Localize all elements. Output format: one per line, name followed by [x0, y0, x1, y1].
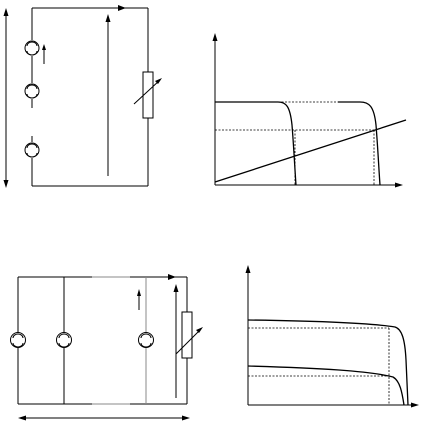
series-circuit — [3, 5, 162, 188]
variable-resistor — [181, 311, 193, 359]
parallel-circuit — [10, 274, 203, 421]
resistor-adjust-arrow — [133, 79, 161, 105]
x-axis-arrowhead — [411, 402, 419, 408]
variable-resistor — [142, 71, 154, 119]
iv-curve-series — [338, 101, 381, 186]
arrowhead-up — [42, 44, 46, 50]
arrowhead-up — [3, 8, 9, 16]
cell-1 — [24, 40, 40, 56]
cell-2 — [56, 332, 72, 348]
resistor-adjust-arrow — [175, 329, 201, 355]
arrowhead-left — [18, 415, 26, 421]
y-axis-arrowhead — [245, 265, 251, 273]
series-iv-chart — [212, 33, 407, 188]
arrowhead — [155, 78, 162, 84]
iv-curve-single-cell — [215, 101, 297, 186]
y-axis-arrowhead — [212, 33, 218, 41]
cell-2 — [24, 83, 40, 99]
arrowhead-up — [137, 289, 141, 296]
arrowhead — [196, 327, 203, 333]
cell-n — [24, 142, 40, 158]
current-arrowhead — [118, 5, 126, 11]
arrowhead-up — [105, 14, 111, 22]
arrowhead-up — [173, 284, 179, 292]
arrowhead-down — [3, 180, 9, 188]
arrowhead-right — [182, 415, 190, 421]
iv-curve-single-cell — [247, 365, 405, 406]
iv-curve-parallel — [247, 319, 409, 406]
x-axis-arrowhead — [395, 182, 403, 188]
cell-1 — [10, 332, 26, 348]
parallel-iv-chart — [245, 265, 419, 408]
current-arrowhead — [168, 274, 176, 280]
cell-n — [138, 332, 154, 348]
